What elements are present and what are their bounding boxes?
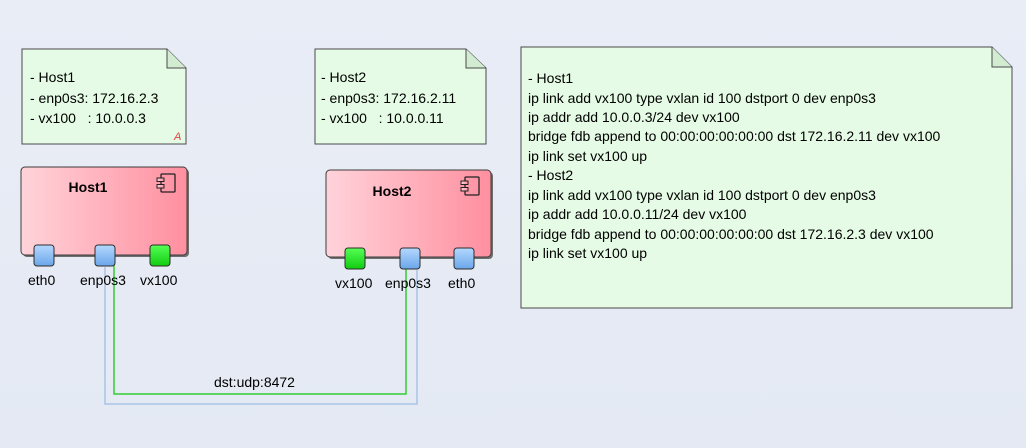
note-host1[interactable]: - Host1 - enp0s3: 172.16.2.3 - vx100 : 1… — [21, 48, 187, 145]
note-host2-line-1: - Host2 — [321, 69, 366, 85]
port-host2-eth0[interactable] — [453, 247, 475, 270]
note-commands-line-9: bridge fdb append to 00:00:00:00:00:00 d… — [528, 226, 934, 242]
note-commands-line-8: ip addr add 10.0.0.11/24 dev vx100 — [528, 206, 747, 222]
note-host1-line-1: - Host1 — [30, 69, 75, 85]
note-commands-line-1: - Host1 — [528, 70, 573, 86]
port-host1-enp0s3-label: enp0s3 — [80, 272, 126, 288]
note-host2-line-2: - enp0s3: 172.16.2.11 — [321, 90, 456, 106]
note-host1-marker: A — [173, 131, 181, 143]
note-commands-line-3: ip addr add 10.0.0.3/24 dev vx100 — [528, 109, 740, 125]
node-host1[interactable]: Host1 eth0 enp0s3 vx100 — [20, 166, 189, 288]
port-host1-vx100-label: vx100 — [140, 272, 178, 288]
node-host2[interactable]: Host2 vx100 enp0s3 eth0 — [325, 169, 493, 291]
connector-label: dst:udp:8472 — [214, 374, 295, 390]
note-commands-line-6: - Host2 — [528, 167, 573, 183]
port-host2-enp0s3[interactable] — [399, 247, 421, 270]
connector-blue-path — [104, 267, 418, 405]
note-host2-line-3: - vx100 : 10.0.0.11 — [321, 110, 444, 126]
note-commands-line-7: ip link add vx100 type vxlan id 100 dstp… — [528, 187, 876, 203]
component-icon — [156, 173, 176, 193]
note-host2[interactable]: - Host2 - enp0s3: 172.16.2.11 - vx100 : … — [314, 48, 487, 145]
note-commands[interactable]: - Host1 ip link add vx100 type vxlan id … — [520, 46, 1013, 309]
port-host2-eth0-label: eth0 — [448, 275, 475, 291]
note-commands-line-2: ip link add vx100 type vxlan id 100 dstp… — [528, 90, 876, 106]
note-commands-line-4: bridge fdb append to 00:00:00:00:00:00 d… — [528, 128, 941, 144]
node-host2-title: Host2 — [373, 183, 412, 199]
port-host1-vx100[interactable] — [149, 244, 171, 267]
port-host2-vx100-label: vx100 — [335, 275, 373, 291]
note-commands-line-10: ip link set vx100 up — [528, 245, 647, 261]
port-host2-vx100[interactable] — [344, 247, 366, 270]
node-host1-title: Host1 — [69, 179, 108, 195]
port-host1-eth0[interactable] — [33, 244, 55, 267]
note-host1-line-2: - enp0s3: 172.16.2.3 — [30, 90, 159, 106]
port-host1-eth0-label: eth0 — [28, 272, 55, 288]
component-icon — [460, 176, 480, 196]
port-host1-enp0s3[interactable] — [94, 244, 116, 267]
note-host1-line-3: - vx100 : 10.0.0.3 — [30, 110, 146, 126]
port-host2-enp0s3-label: enp0s3 — [385, 275, 431, 291]
note-commands-line-5: ip link set vx100 up — [528, 148, 647, 164]
